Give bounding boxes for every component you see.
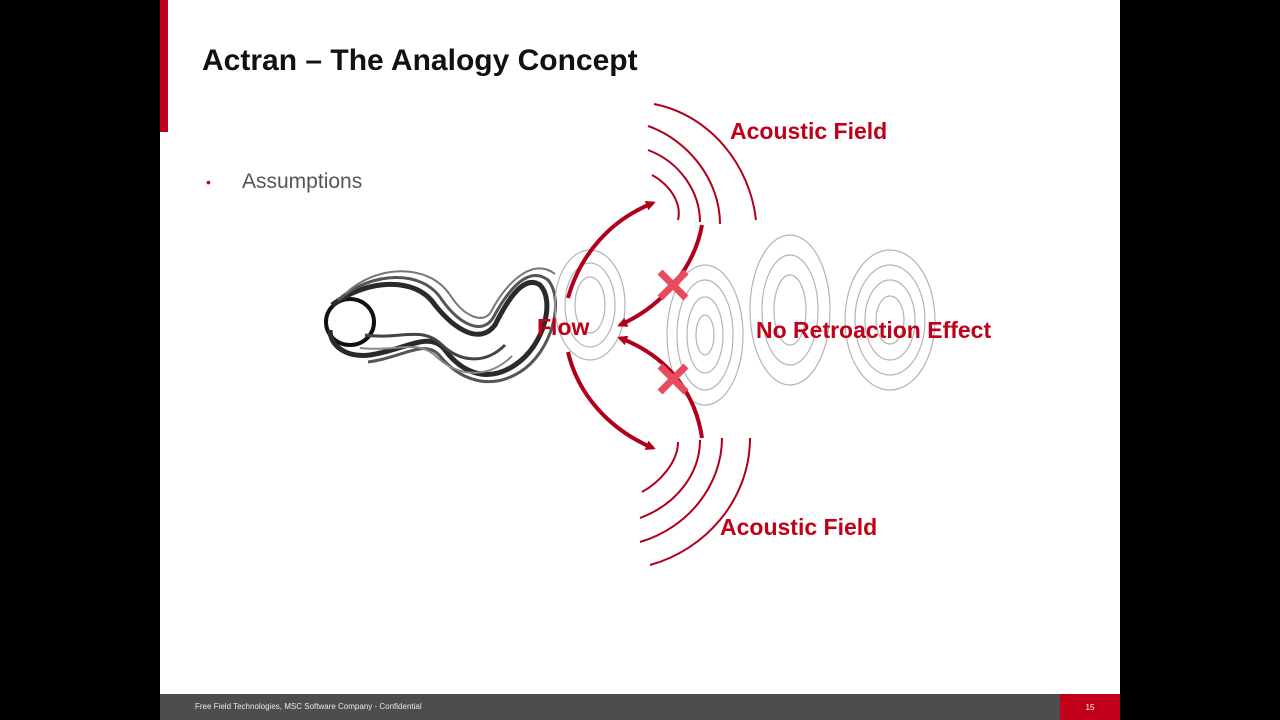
footer-text: Free Field Technologies, MSC Software Co… xyxy=(195,702,422,711)
page-number-box: 15 xyxy=(1060,694,1120,720)
vortex-wake-image xyxy=(324,234,936,406)
accent-bar xyxy=(160,0,168,132)
page-number: 15 xyxy=(1085,702,1095,712)
acoustic-wave-top xyxy=(647,103,757,225)
acoustic-field-label-bottom: Acoustic Field xyxy=(720,514,877,540)
x-mark-icon xyxy=(657,363,689,395)
acoustic-wave-bottom xyxy=(639,437,751,566)
flow-label: Flow xyxy=(537,314,589,340)
slide: Actran – The Analogy Concept • Assumptio… xyxy=(160,0,1120,720)
acoustic-field-label-top: Acoustic Field xyxy=(730,118,887,144)
no-retroaction-label: No Retroaction Effect xyxy=(756,317,991,343)
bullet-marker: • xyxy=(206,174,211,190)
bullet-list-item: • Assumptions xyxy=(206,170,362,194)
arrow-flow-to-acoustic-bottom xyxy=(566,351,656,450)
cylinder-icon xyxy=(324,297,376,347)
slide-title: Actran – The Analogy Concept xyxy=(202,44,638,77)
arrow-flow-to-acoustic-top xyxy=(566,200,656,299)
bullet-text: Assumptions xyxy=(242,170,363,193)
x-mark-icon xyxy=(657,269,689,301)
analogy-diagram: Acoustic Field Flow No Retroaction Effec… xyxy=(324,103,991,566)
footer: Free Field Technologies, MSC Software Co… xyxy=(160,694,1120,720)
